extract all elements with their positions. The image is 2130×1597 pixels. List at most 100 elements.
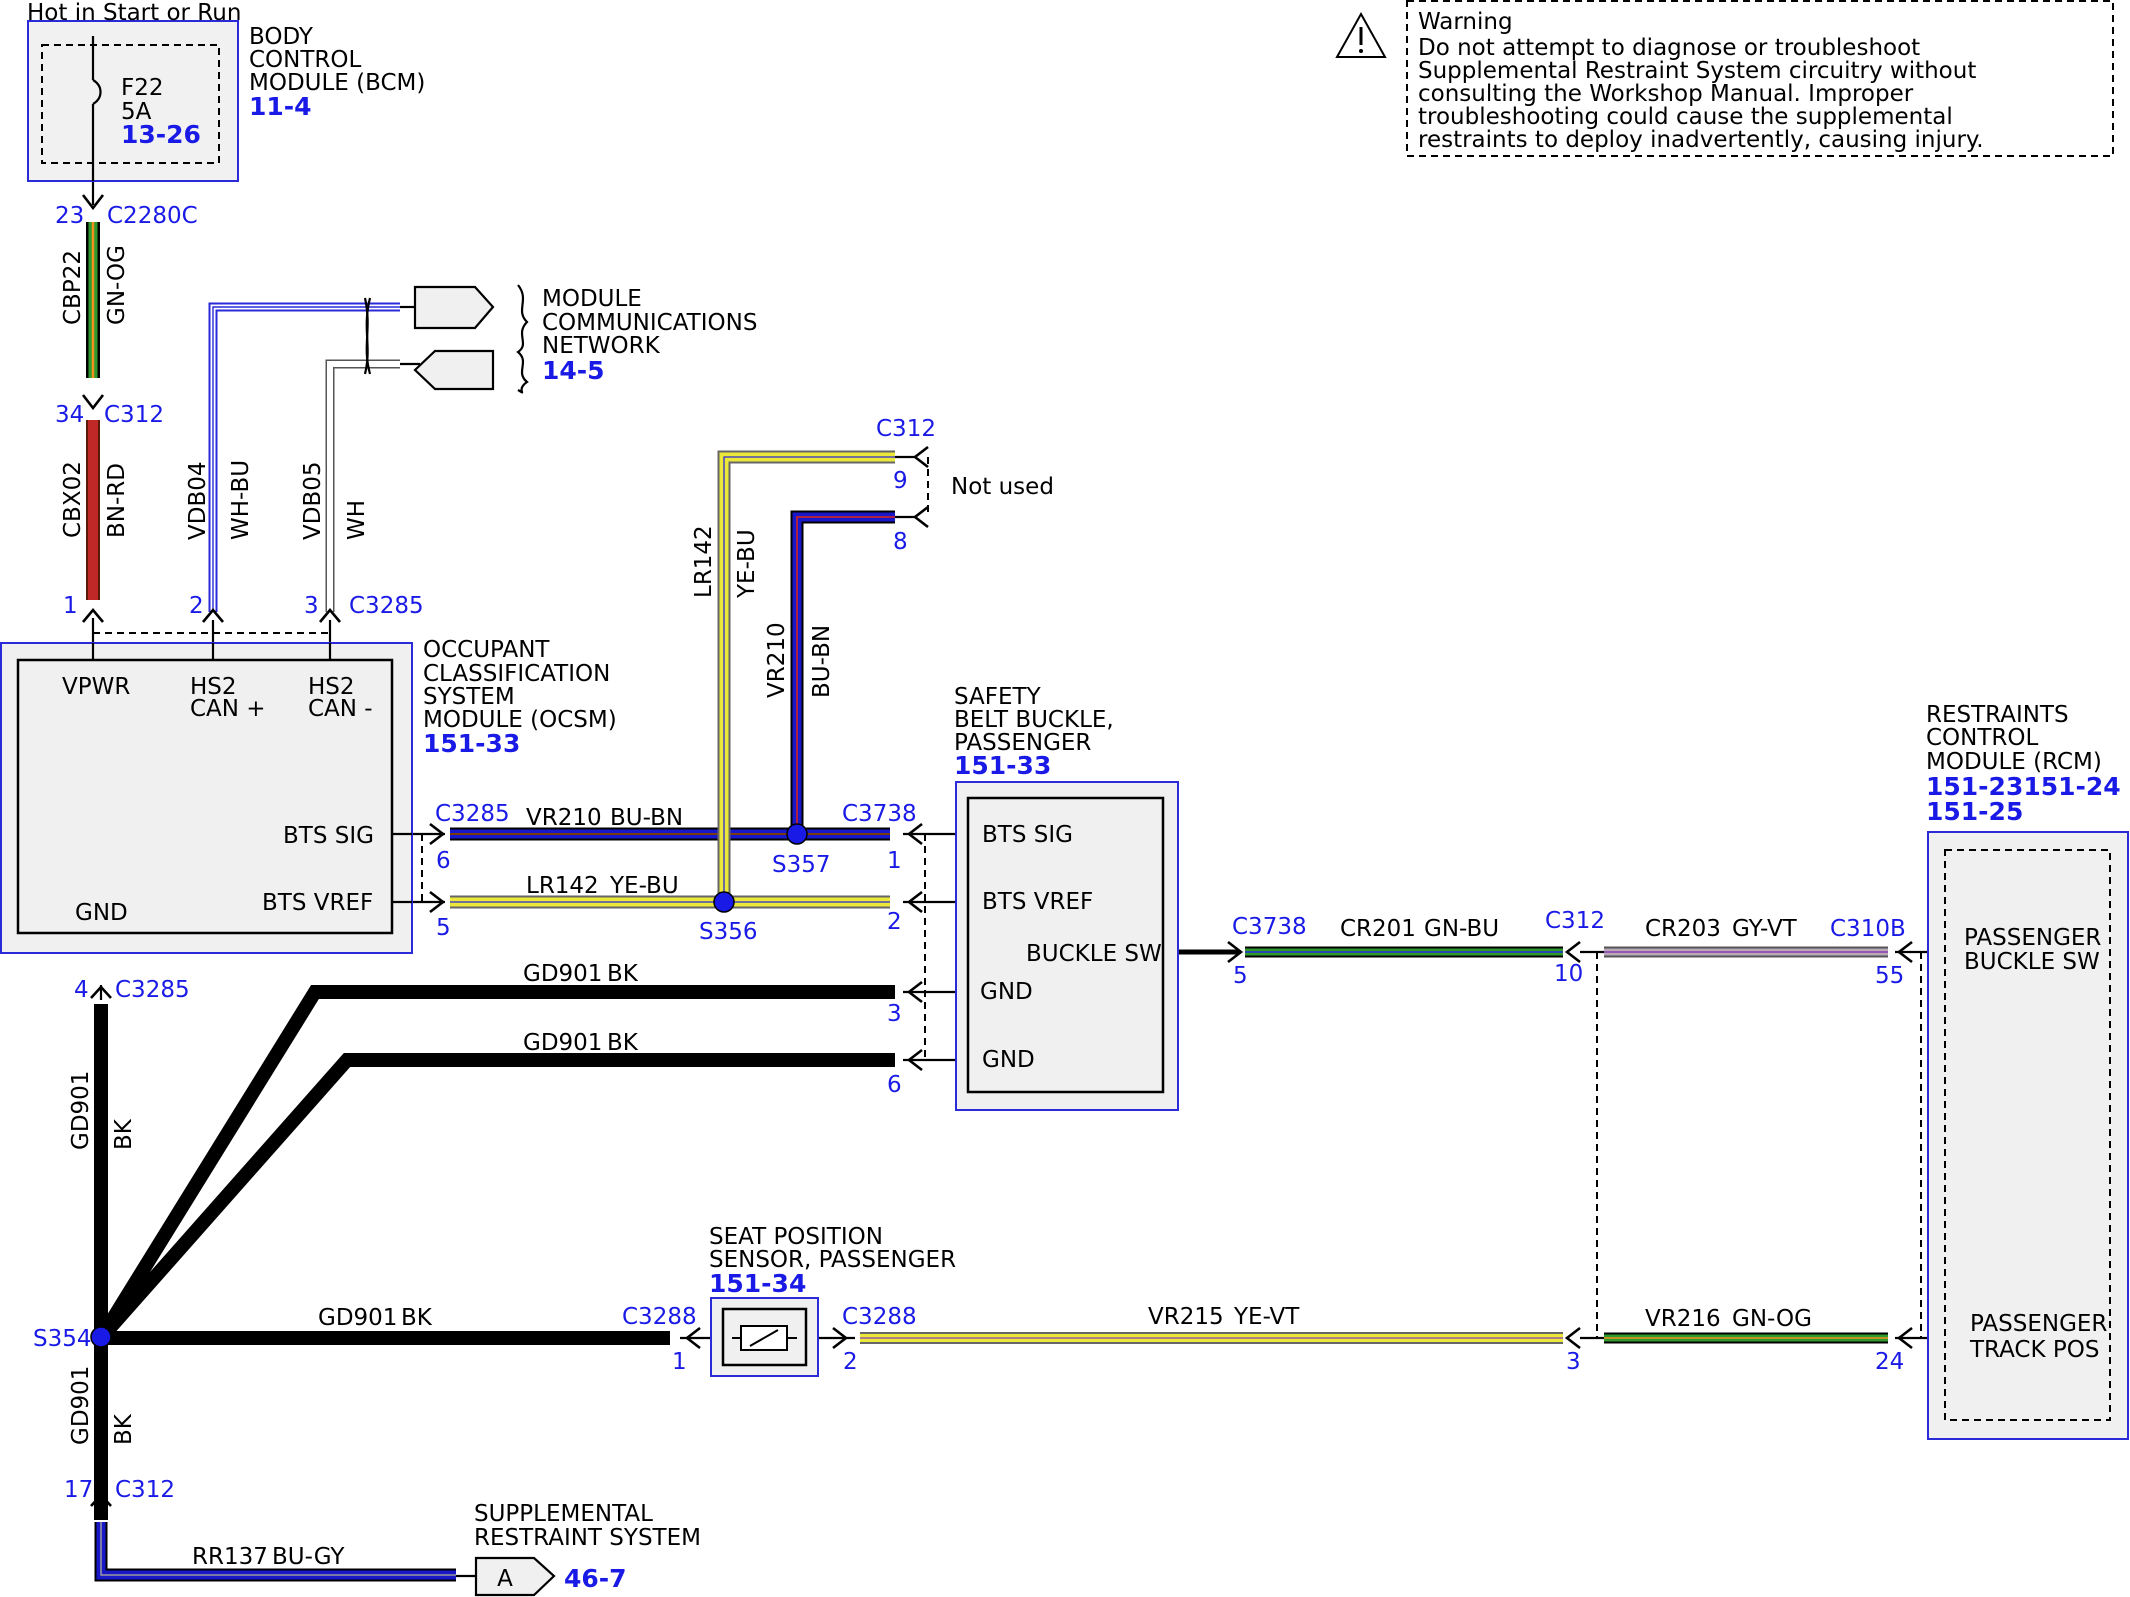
splice-s356[interactable] bbox=[713, 891, 735, 913]
buckle-name-2: BELT BUCKLE, bbox=[954, 707, 1114, 733]
connector-c310b[interactable]: C310B bbox=[1830, 916, 1906, 942]
ocsm-module[interactable] bbox=[0, 642, 413, 954]
warning-line-4: troubleshooting could cause the suppleme… bbox=[1418, 104, 1953, 130]
cr201-pin-5: 5 bbox=[1233, 963, 1248, 989]
splice-s354-label: S354 bbox=[33, 1326, 92, 1352]
warning-line-3: consulting the Workshop Manual. Improper bbox=[1418, 81, 1914, 107]
connector-c312-middle[interactable]: C312 bbox=[1545, 908, 1605, 934]
ocsm-name-1: OCCUPANT bbox=[423, 637, 550, 663]
wire-gd901-circuit-v2: GD901 bbox=[68, 1366, 94, 1445]
wire-cr201-color: GN-BU bbox=[1424, 916, 1499, 942]
network-connector-2[interactable] bbox=[400, 349, 495, 391]
rcm-ref-2[interactable]: 151-25 bbox=[1926, 797, 2023, 826]
ocsm-name-3: SYSTEM bbox=[423, 684, 515, 710]
wire-gd901[interactable] bbox=[94, 985, 895, 1520]
wire-gd901-color-a: BK bbox=[607, 961, 639, 987]
warning-line-2: Supplemental Restraint System circuitry … bbox=[1418, 58, 1976, 84]
seat-position-sensor[interactable] bbox=[710, 1297, 819, 1377]
wire-cr201-circuit: CR201 bbox=[1340, 916, 1416, 942]
wire-vdb05[interactable] bbox=[325, 359, 400, 612]
pin-17: 17 bbox=[64, 1477, 93, 1503]
wires bbox=[86, 36, 1930, 1582]
wire-cbx02-circuit: CBX02 bbox=[60, 461, 86, 538]
fuse-label: F22 bbox=[121, 75, 164, 101]
splice-s356-label: S356 bbox=[699, 919, 758, 945]
rcm-pin-track-pos-1: PASSENGER bbox=[1970, 1311, 2107, 1337]
buckle-pin-gnd-2: GND bbox=[982, 1047, 1035, 1073]
splice-s357[interactable] bbox=[786, 823, 808, 845]
fuse-ref[interactable]: 13-26 bbox=[121, 120, 201, 149]
ocsm-ref[interactable]: 151-33 bbox=[423, 729, 520, 758]
connector-c3288-right[interactable]: C3288 bbox=[842, 1304, 917, 1330]
wire-vr210-circuit-h: VR210 bbox=[526, 805, 602, 831]
buckle-module[interactable] bbox=[955, 781, 1179, 1111]
wire-vdb05-color: WH bbox=[344, 500, 370, 540]
rcm-name-1: RESTRAINTS bbox=[1926, 702, 2069, 728]
connector-c3738-right[interactable]: C3738 bbox=[1232, 914, 1307, 940]
connector-c3738-left[interactable]: C3738 bbox=[842, 801, 917, 827]
connector-c3285-top[interactable]: C3285 bbox=[349, 593, 424, 619]
wire-lr142-circuit-v: LR142 bbox=[691, 525, 717, 598]
rcm-ref-1[interactable]: 151-23151-24 bbox=[1926, 772, 2121, 801]
buckle-pin-3: 3 bbox=[887, 1001, 902, 1027]
rcm-module[interactable] bbox=[1927, 831, 2129, 1440]
pin-3-vr215: 3 bbox=[1566, 1349, 1581, 1375]
ocsm-pin-6: 6 bbox=[436, 848, 451, 874]
wire-vr210[interactable] bbox=[450, 510, 895, 841]
bcm-module[interactable] bbox=[27, 20, 239, 182]
pin-23: 23 bbox=[55, 203, 84, 229]
network-ref[interactable]: 14-5 bbox=[542, 356, 605, 385]
buckle-pin-gnd-1: GND bbox=[980, 979, 1033, 1005]
network-label-1: MODULE bbox=[542, 286, 642, 312]
wire-lr142-circuit-h: LR142 bbox=[526, 873, 599, 899]
rcm-pin-track-pos-2: TRACK POS bbox=[1969, 1337, 2099, 1363]
wire-rr137[interactable] bbox=[94, 1522, 456, 1582]
wire-gd901-color-c: BK bbox=[401, 1305, 433, 1331]
seat-sensor-ref[interactable]: 151-34 bbox=[709, 1269, 806, 1298]
pin-55: 55 bbox=[1875, 963, 1904, 989]
wire-gd901-color-v1: BK bbox=[111, 1118, 137, 1150]
wire-vdb04[interactable] bbox=[208, 302, 400, 612]
connector-c312-notused[interactable]: C312 bbox=[876, 416, 936, 442]
srs-ref[interactable]: 46-7 bbox=[564, 1564, 627, 1593]
pin-34: 34 bbox=[55, 402, 84, 428]
ocsm-pin-3: 3 bbox=[304, 593, 319, 619]
network-connector-1[interactable] bbox=[400, 285, 495, 330]
twisted-pair-symbol bbox=[363, 297, 372, 375]
wire-vr215-color: YE-VT bbox=[1233, 1304, 1300, 1330]
wire-lr142[interactable] bbox=[450, 450, 895, 909]
rcm-name-3: MODULE (RCM) bbox=[1926, 749, 2102, 775]
splice-s354[interactable] bbox=[90, 1326, 112, 1348]
connector-c312-top-symbol bbox=[81, 394, 105, 411]
ocsm-pin-bts-sig: BTS SIG bbox=[283, 823, 374, 849]
ground-pin-4: 4 bbox=[74, 977, 89, 1003]
wire-vr216-color: GN-OG bbox=[1732, 1306, 1812, 1332]
buckle-ref[interactable]: 151-33 bbox=[954, 751, 1051, 780]
warning-line-5: restraints to deploy inadvertently, caus… bbox=[1418, 127, 1984, 153]
bcm-ref[interactable]: 11-4 bbox=[249, 92, 312, 121]
connector-c2280c[interactable]: C2280C bbox=[107, 203, 198, 229]
power-label: Hot in Start or Run bbox=[27, 0, 241, 26]
connector-c312-bottom[interactable]: C312 bbox=[115, 1477, 175, 1503]
warning-triangle-icon bbox=[1335, 11, 1387, 58]
connector-c312-top[interactable]: C312 bbox=[104, 402, 164, 428]
bcm-name-2: CONTROL bbox=[249, 47, 362, 73]
connector-c3288-left[interactable]: C3288 bbox=[622, 1304, 697, 1330]
srs-connector[interactable] bbox=[456, 1556, 556, 1597]
ocsm-pin-hs2-plus-1: HS2 bbox=[190, 674, 237, 700]
buckle-pin-1: 1 bbox=[887, 848, 902, 874]
sensor-pin-1: 1 bbox=[672, 1349, 687, 1375]
wire-lr142-color-v: YE-BU bbox=[734, 529, 760, 599]
connector-c3285-right[interactable]: C3285 bbox=[435, 801, 510, 827]
buckle-pin-2: 2 bbox=[887, 909, 902, 935]
ocsm-pin-gnd: GND bbox=[75, 900, 128, 926]
connector-c3285-ground[interactable]: C3285 bbox=[115, 977, 190, 1003]
warning-line-1: Do not attempt to diagnose or troublesho… bbox=[1418, 35, 1920, 61]
bcm-name-1: BODY bbox=[249, 24, 314, 50]
pin-24: 24 bbox=[1875, 1349, 1904, 1375]
wire-gd901-circuit-c: GD901 bbox=[318, 1305, 397, 1331]
wire-cbp22-color: GN-OG bbox=[104, 245, 130, 325]
buckle-name-3: PASSENGER bbox=[954, 730, 1091, 756]
buckle-pin-bts-vref: BTS VREF bbox=[982, 889, 1093, 915]
